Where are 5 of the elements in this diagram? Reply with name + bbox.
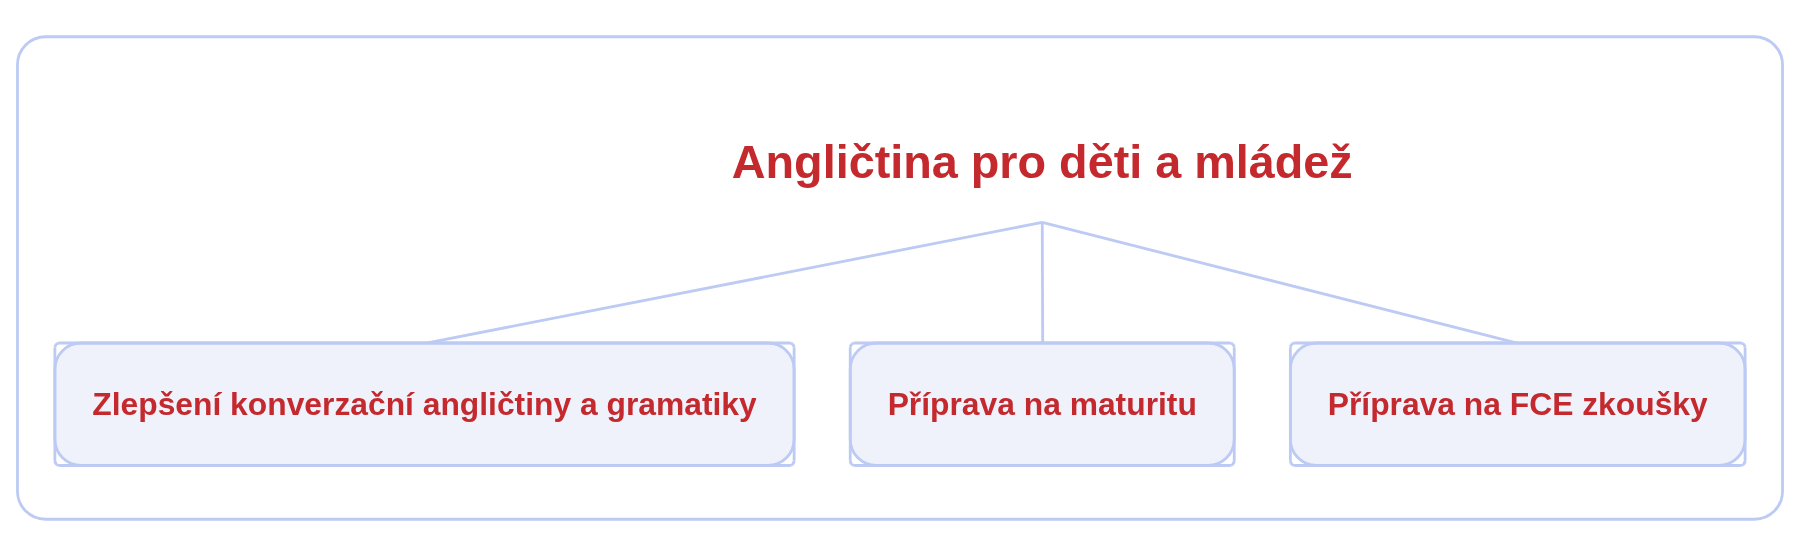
topic-box: Příprava na maturitu — [848, 341, 1236, 467]
topic-box: Zlepšení konverzační angličtiny a gramatiky — [53, 341, 796, 467]
heading-text: Angličtina pro děti a mládež — [731, 135, 1353, 189]
connector-line — [1040, 221, 1045, 343]
topic-box: Příprava na FCE zkoušky — [1288, 341, 1747, 467]
